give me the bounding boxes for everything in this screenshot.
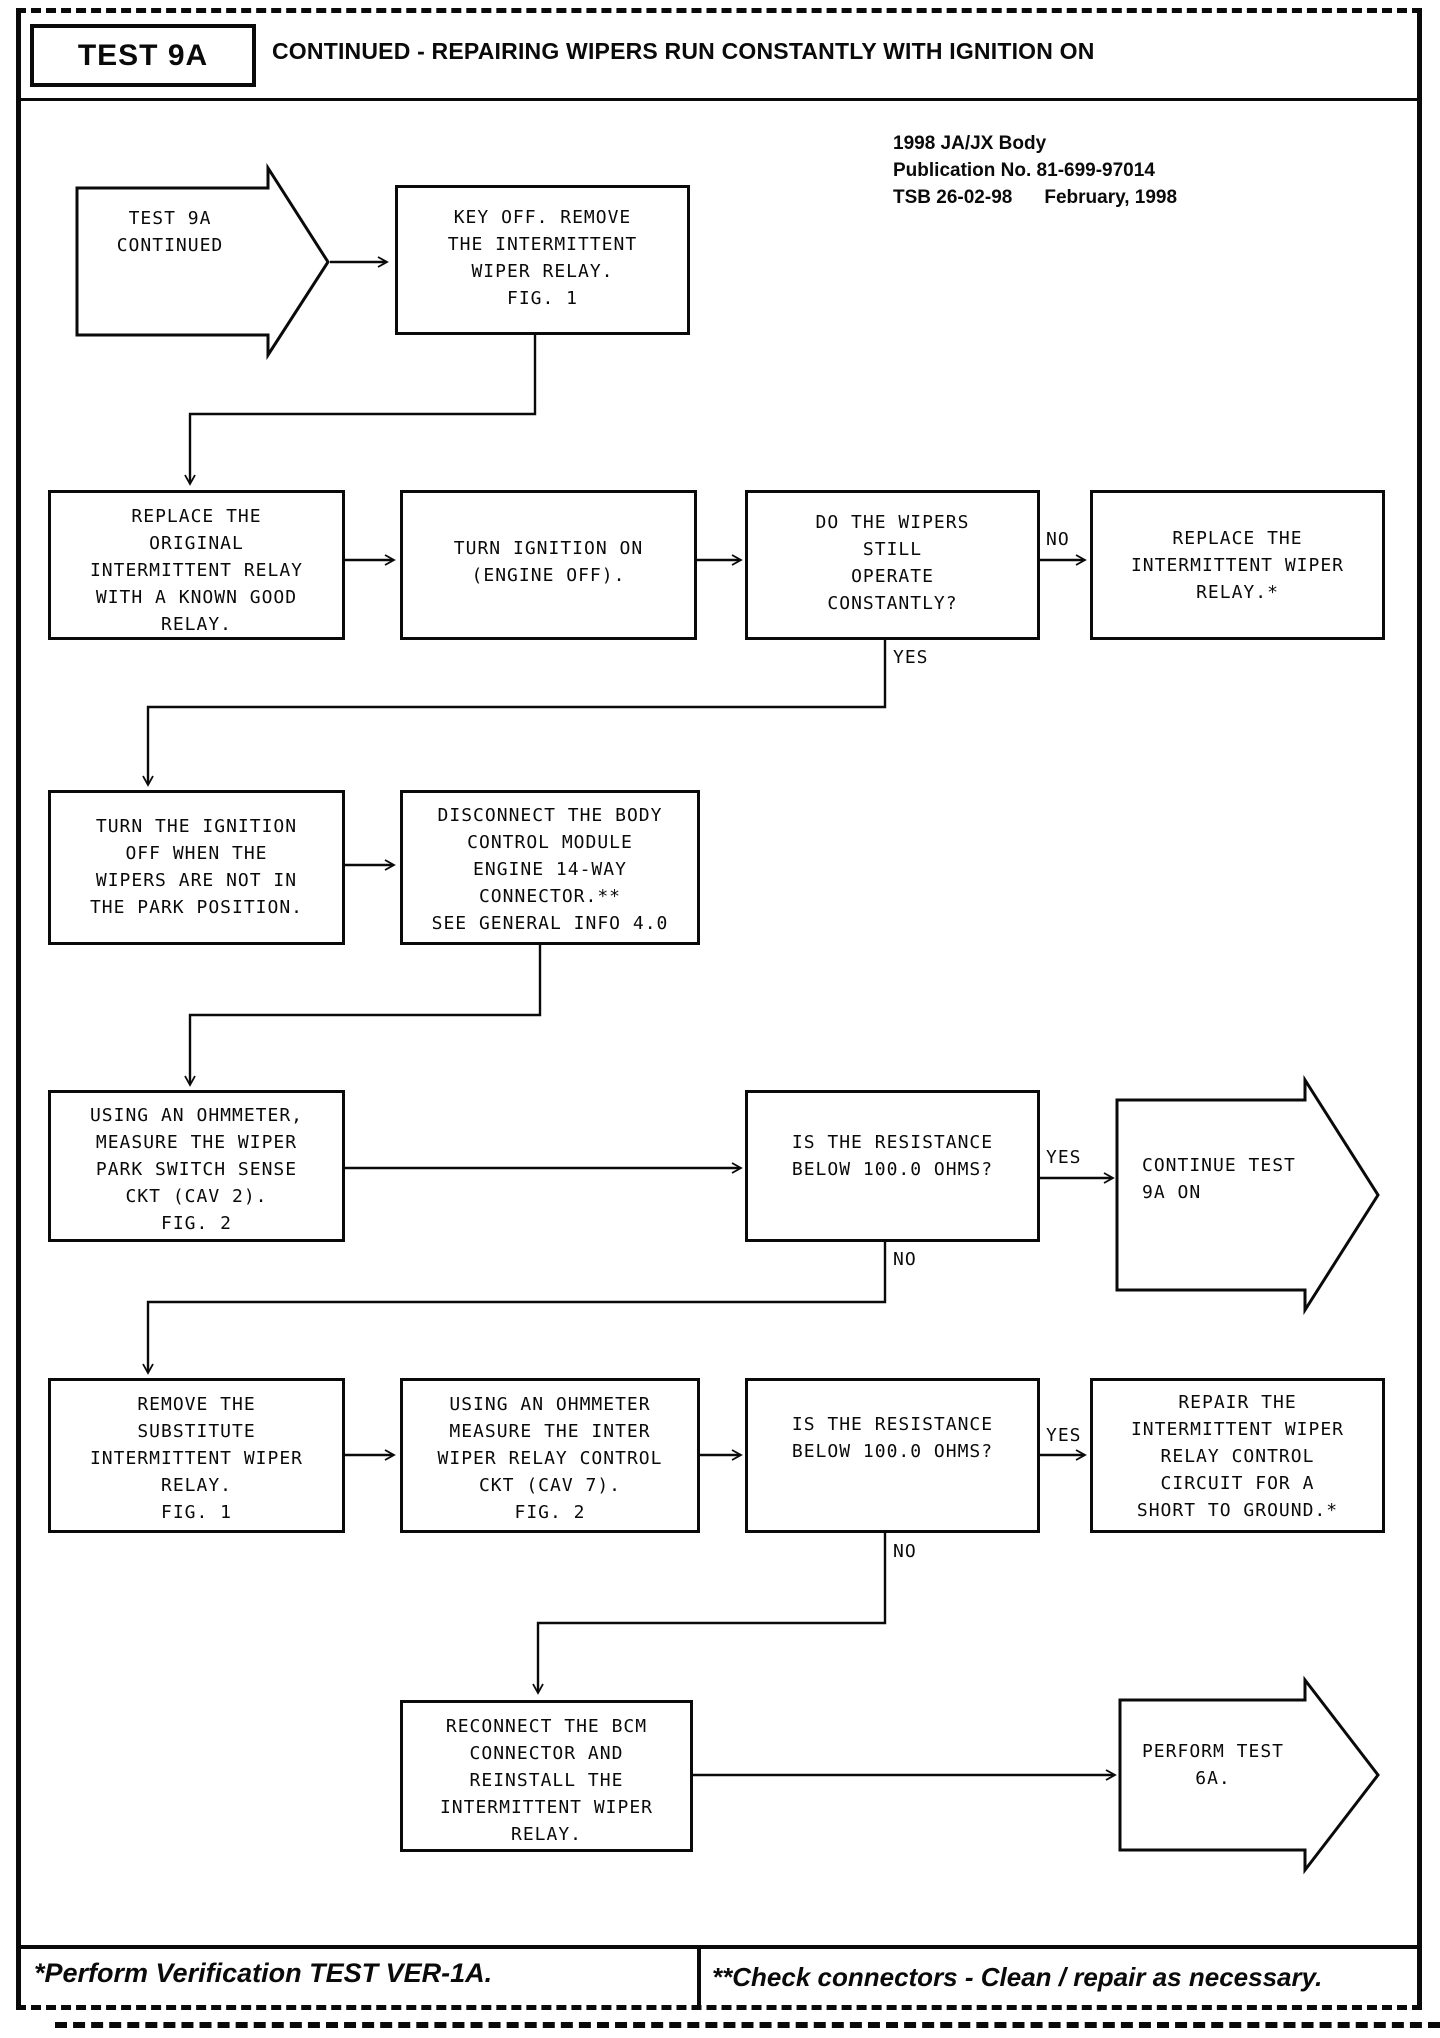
continue-arrow-shape [1115, 1074, 1380, 1316]
flow-box-replace-original: REPLACE THE ORIGINAL INTERMITTENT RELAY … [48, 490, 345, 640]
branch-label-yes-resistance-1: YES [1046, 1147, 1082, 1168]
footer-note-verification: *Perform Verification TEST VER-1A. [34, 1958, 493, 1988]
flow-box-resistance-check-1: IS THE RESISTANCE BELOW 100.0 OHMS? [745, 1090, 1040, 1242]
outer-frame [16, 8, 1422, 2010]
flow-box-disconnect-bcm: DISCONNECT THE BODY CONTROL MODULE ENGIN… [400, 790, 700, 945]
flow-box-wipers-constant: DO THE WIPERS STILL OPERATE CONSTANTLY? [745, 490, 1040, 640]
flow-box-replace-relay: REPLACE THE INTERMITTENT WIPER RELAY.* [1090, 490, 1385, 640]
connector-yes-turn-off [142, 640, 887, 787]
flow-box-measure-park-switch: USING AN OHMMETER, MEASURE THE WIPER PAR… [48, 1090, 345, 1242]
page-title: CONTINUED - REPAIRING WIPERS RUN CONSTAN… [272, 38, 1095, 64]
start-arrow-text: TEST 9A CONTINUED [116, 208, 224, 256]
continue-arrow-text: CONTINUE TEST 9A ON [1142, 1155, 1296, 1203]
footer-note-connectors: **Check connectors - Clean / repair as n… [712, 1962, 1323, 1992]
publication-info: 1998 JA/JX Body Publication No. 81-699-9… [893, 130, 1177, 211]
publication-number-line: Publication No. 81-699-97014 [893, 160, 1155, 181]
flow-box-turn-ignition-off: TURN THE IGNITION OFF WHEN THE WIPERS AR… [48, 790, 345, 945]
publication-tsb-line: TSB 26-02-98 February, 1998 [893, 184, 1177, 211]
branch-label-yes-resistance-2: YES [1046, 1425, 1082, 1446]
tsb-number: TSB 26-02-98 [893, 187, 1013, 208]
connector-disconnect-to-measure [184, 945, 542, 1087]
perform-arrow-shape [1118, 1675, 1380, 1875]
scan-page-edge-artifact [55, 2022, 1440, 2028]
publication-date: February, 1998 [1044, 187, 1178, 208]
perform-arrow-text: PERFORM TEST 6A. [1141, 1741, 1285, 1789]
branch-label-no-wipers: NO [1046, 529, 1070, 550]
start-arrow-shape [75, 162, 330, 361]
flow-box-turn-ignition-on: TURN IGNITION ON (ENGINE OFF). [400, 490, 697, 640]
branch-label-no-resistance-2: NO [893, 1541, 917, 1562]
header-divider [21, 98, 1419, 101]
flow-box-remove-substitute: REMOVE THE SUBSTITUTE INTERMITTENT WIPER… [48, 1378, 345, 1533]
flow-box-resistance-check-2: IS THE RESISTANCE BELOW 100.0 OHMS? [745, 1378, 1040, 1533]
test-id-box: TEST 9A [30, 24, 256, 87]
connector-no-reconnect [532, 1533, 887, 1695]
test-id-label: TEST 9A [77, 38, 209, 72]
branch-label-yes-wipers: YES [893, 647, 929, 668]
footer-divider [21, 1945, 1419, 1949]
flow-box-reconnect-bcm: RECONNECT THE BCM CONNECTOR AND REINSTAL… [400, 1700, 693, 1852]
publication-body-line: 1998 JA/JX Body [893, 133, 1047, 154]
branch-label-no-resistance-1: NO [893, 1249, 917, 1270]
flow-box-key-off: KEY OFF. REMOVE THE INTERMITTENT WIPER R… [395, 185, 690, 335]
flow-box-measure-relay-control: USING AN OHMMETER MEASURE THE INTER WIPE… [400, 1378, 700, 1533]
connector-keyoff-to-replace [184, 335, 537, 486]
footer-cell-divider [697, 1945, 701, 2010]
connector-no-remove-substitute [142, 1242, 887, 1375]
flow-box-repair-circuit: REPAIR THE INTERMITTENT WIPER RELAY CONT… [1090, 1378, 1385, 1533]
